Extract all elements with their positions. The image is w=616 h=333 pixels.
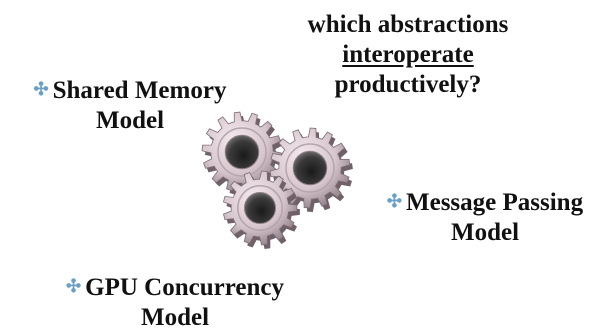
- question-line-3: productively?: [334, 71, 482, 98]
- gpu-concurrency-model-item: ✣GPU Concurrency Model: [40, 271, 310, 333]
- bullet-icon: ✣: [66, 276, 82, 296]
- shared-memory-model-item: ✣Shared Memory Model: [10, 74, 250, 136]
- question-line-2: interoperate: [342, 41, 474, 68]
- gears-icon: [201, 111, 353, 249]
- bullet-icon: ✣: [386, 191, 402, 211]
- message-passing-line-2: Model: [450, 219, 520, 246]
- gpu-concurrency-line-2: Model: [140, 304, 210, 331]
- shared-memory-label: Shared Memory: [52, 77, 227, 104]
- gpu-concurrency-line-1: ✣GPU Concurrency: [40, 271, 310, 303]
- gpu-concurrency-label: GPU Concurrency: [85, 274, 284, 301]
- shared-memory-line-2: Model: [95, 107, 165, 134]
- question-line-1: which abstractions: [307, 11, 509, 38]
- message-passing-line-1: ✣Message Passing: [360, 186, 610, 218]
- bullet-icon: ✣: [33, 79, 49, 99]
- gear-bottom: [223, 170, 300, 249]
- shared-memory-line-1: ✣Shared Memory: [10, 74, 250, 106]
- message-passing-model-item: ✣Message Passing Model: [360, 186, 610, 248]
- message-passing-label: Message Passing: [406, 189, 584, 216]
- question-text: which abstractions interoperate producti…: [298, 10, 518, 100]
